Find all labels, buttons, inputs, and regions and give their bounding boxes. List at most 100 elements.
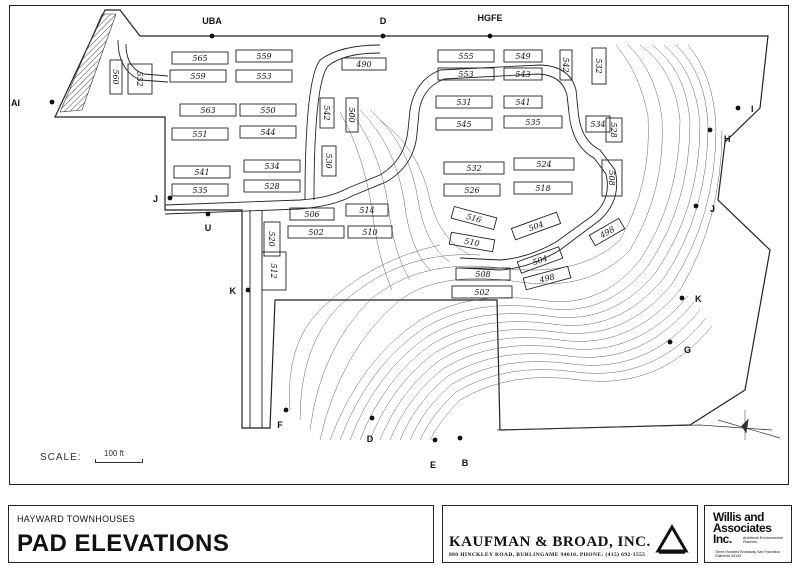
pad-elevation-label: 535	[525, 118, 540, 127]
section-marker: E	[430, 437, 438, 470]
pad-elevation-label: 534	[264, 162, 279, 171]
section-marker: B	[457, 435, 469, 468]
marker-dot	[457, 435, 463, 441]
pad-outline	[345, 203, 389, 217]
house-pad: 508	[601, 159, 623, 197]
pad-elevation-label: 500	[347, 107, 356, 122]
pad-elevation-label: 520	[267, 231, 276, 246]
pad-outline	[437, 49, 495, 63]
pad-outline	[243, 179, 301, 193]
builder-address: 880 HINCKLEY ROAD, BURLINGAME 94010, PHO…	[449, 552, 646, 558]
architect-address: Three Hundred Broadway San Francisco Cal…	[715, 550, 781, 558]
pad-elevation-label: 542	[322, 105, 331, 120]
pad-outline	[179, 103, 237, 117]
house-pad: 518	[513, 181, 573, 195]
pad-outline	[171, 183, 229, 197]
house-pad: 534	[243, 159, 301, 173]
marker-dot	[679, 295, 685, 301]
house-pad: 498	[588, 217, 626, 247]
house-pad: 565	[171, 51, 229, 65]
house-pad: 510	[448, 231, 496, 253]
marker-label: J	[153, 194, 158, 204]
pad-outline	[605, 117, 623, 143]
pad-elevation-label: 563	[200, 106, 215, 115]
pad-outline	[450, 205, 498, 231]
triangle-logo-icon	[655, 524, 689, 554]
house-pad: 528	[243, 179, 301, 193]
pad-outline	[588, 217, 626, 247]
pad-elevation-label: 514	[359, 206, 374, 215]
pad-elevation-label: 528	[264, 182, 279, 191]
scale-label: SCALE:	[40, 452, 82, 463]
pad-elevation-label: 542	[561, 57, 570, 72]
pad-elevation-label: 532	[466, 164, 481, 173]
section-marker: AI	[11, 98, 55, 108]
marker-dot	[167, 195, 173, 201]
pad-outline	[171, 127, 229, 141]
marker-dot	[369, 415, 375, 421]
scale-bar	[95, 459, 143, 463]
pad-elevation-label: 512	[269, 263, 278, 278]
pad-elevation-label: 559	[256, 52, 271, 61]
house-pad: 524	[513, 157, 575, 171]
pad-outline	[261, 251, 287, 291]
house-pad: 563	[179, 103, 237, 117]
house-pad: 490	[341, 57, 387, 71]
section-marker: UBA	[202, 16, 222, 39]
pad-elevation-label: 490	[355, 60, 371, 69]
section-marker: K	[679, 294, 702, 304]
marker-label: B	[462, 458, 469, 468]
section-marker: J	[153, 194, 173, 204]
marker-dot	[205, 211, 211, 217]
marker-dot	[209, 33, 215, 39]
section-marker: D	[367, 415, 375, 444]
marker-dot	[487, 33, 493, 39]
pad-elevation-label: 510	[464, 237, 481, 249]
pad-outline	[503, 115, 563, 129]
pad-outline	[443, 183, 501, 197]
pad-outline	[443, 161, 505, 175]
marker-label: D	[367, 434, 374, 444]
road	[117, 39, 618, 428]
pad-outline	[437, 67, 495, 81]
house-pad: 552	[127, 63, 153, 95]
house-pad: 532	[443, 161, 505, 175]
pad-elevation-label: 518	[535, 184, 550, 193]
marker-dot	[432, 437, 438, 443]
pad-elevation-label: 545	[456, 120, 471, 129]
pad-outline	[127, 63, 153, 95]
pad-elevation-label: 565	[192, 54, 207, 63]
architect-subtitle: Architects Environmental Planners	[743, 536, 783, 544]
pad-outline	[585, 115, 611, 133]
marker-label: J	[710, 204, 715, 214]
pad-elevation-label: 506	[304, 210, 319, 219]
pad-elevation-label: 544	[260, 128, 275, 137]
house-pad: 542	[319, 97, 335, 129]
house-pad: 502	[287, 225, 345, 239]
house-pad: 528	[605, 117, 623, 143]
pad-outline	[319, 97, 335, 129]
house-pad: 553	[437, 67, 495, 81]
house-pad: 541	[503, 95, 543, 109]
house-pad: 520	[263, 221, 281, 257]
marker-label: I	[751, 104, 754, 114]
pad-outline	[263, 221, 281, 257]
pad-elevation-label: 508	[607, 170, 616, 185]
pad-outline	[435, 117, 493, 131]
house-pad: 514	[345, 203, 389, 217]
pad-elevation-label: 531	[456, 98, 471, 107]
marker-label: K	[230, 286, 237, 296]
house-pad: 545	[435, 117, 493, 131]
pad-elevation-label: 549	[515, 52, 530, 61]
house-pad: 510	[347, 225, 393, 239]
house-pad: 516	[450, 205, 498, 231]
pad-outline	[341, 57, 387, 71]
pad-elevation-label: 560	[111, 69, 120, 84]
marker-dot	[667, 339, 673, 345]
builder-block: KAUFMAN & BROAD, INC. 880 HINCKLEY ROAD,…	[442, 505, 698, 563]
pad-elevation-label: 498	[538, 272, 556, 285]
house-pad: 531	[435, 95, 493, 109]
house-pad: 560	[109, 59, 123, 95]
